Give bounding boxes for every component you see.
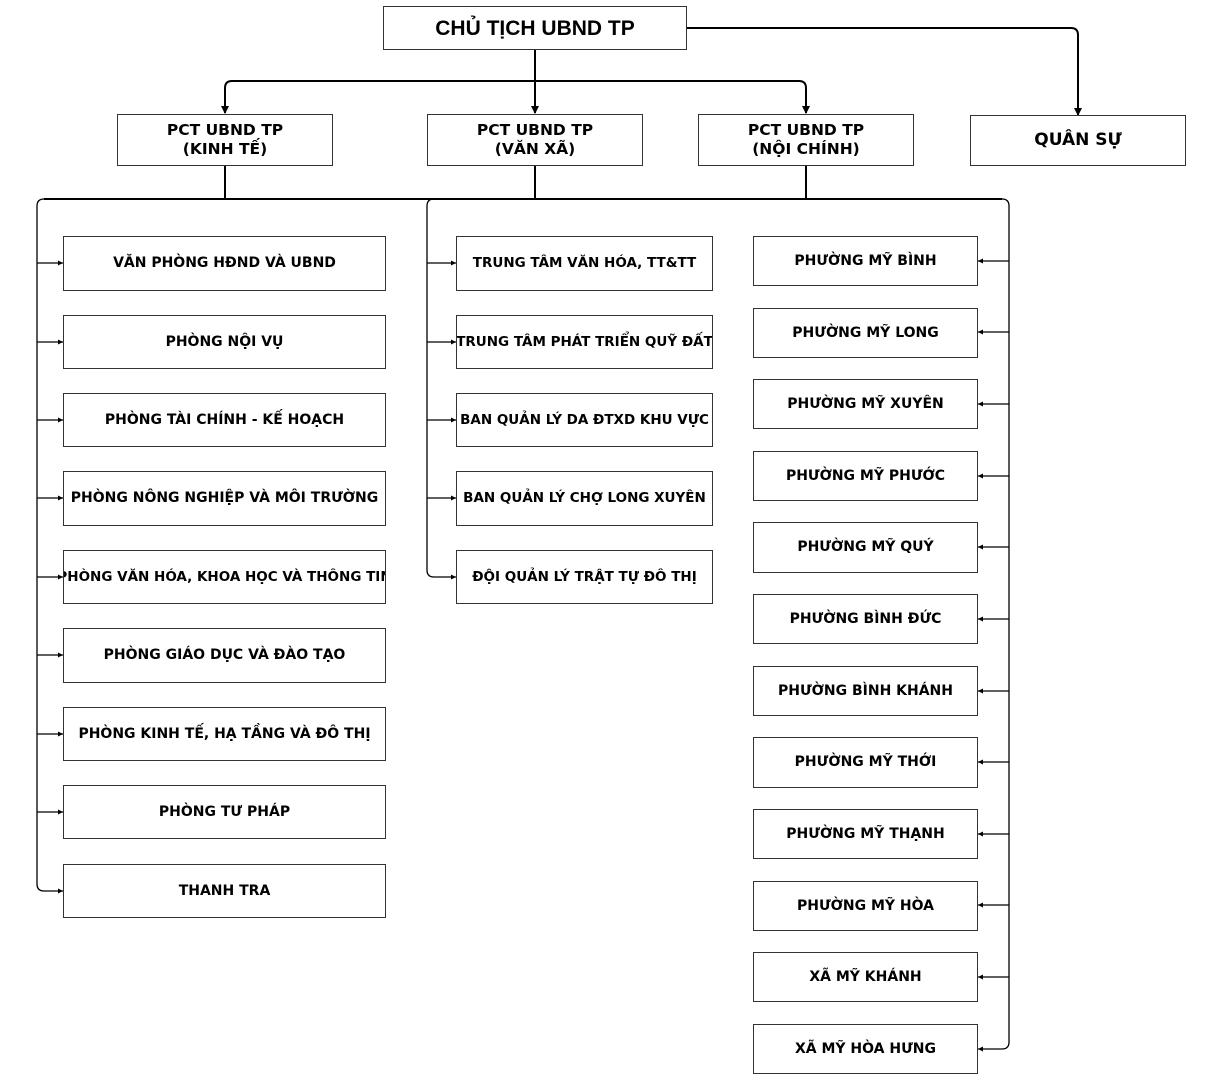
ward-box: PHƯỜNG MỸ HÒA [753, 881, 978, 931]
ward-box: XÃ MỸ KHÁNH [753, 952, 978, 1002]
deputy-cultural-box: PCT UBND TP (VĂN XÃ) [427, 114, 643, 166]
ward-box: PHƯỜNG MỸ QUÝ [753, 522, 978, 573]
deputy-economic-field: (KINH TẾ) [182, 140, 268, 158]
economic-unit-box: PHÒNG KINH TẾ, HẠ TẦNG VÀ ĐÔ THỊ [63, 707, 386, 761]
deputy-internal-box: PCT UBND TP (NỘI CHÍNH) [698, 114, 914, 166]
cultural-unit-box: ĐỘI QUẢN LÝ TRẬT TỰ ĐÔ THỊ [456, 550, 713, 604]
chairman-box: CHỦ TỊCH UBND TP [383, 6, 687, 50]
economic-unit-box: PHÒNG TƯ PHÁP [63, 785, 386, 839]
economic-unit-box: THANH TRA [63, 864, 386, 918]
economic-unit-box: VĂN PHÒNG HĐND VÀ UBND [63, 236, 386, 291]
cultural-unit-box: TRUNG TÂM PHÁT TRIỂN QUỸ ĐẤT [456, 315, 713, 369]
ward-box: PHƯỜNG MỸ LONG [753, 308, 978, 358]
deputy-internal-field: (NỘI CHÍNH) [752, 140, 860, 158]
economic-unit-box: PHÒNG GIÁO DỤC VÀ ĐÀO TẠO [63, 628, 386, 683]
cultural-unit-box: BAN QUẢN LÝ DA ĐTXD KHU VỰC [456, 393, 713, 447]
wards-trunk [978, 198, 1010, 1052]
economic-unit-box: PHÒNG VĂN HÓA, KHOA HỌC VÀ THÔNG TIN [63, 550, 386, 604]
ward-box: PHƯỜNG BÌNH ĐỨC [753, 594, 978, 644]
chairman-connectors [221, 27, 1082, 116]
cultural-unit-box: BAN QUẢN LÝ CHỢ LONG XUYÊN [456, 471, 713, 526]
economic-unit-box: PHÒNG NỘI VỤ [63, 315, 386, 369]
ward-box: PHƯỜNG MỸ XUYÊN [753, 379, 978, 429]
ward-box: XÃ MỸ HÒA HƯNG [753, 1024, 978, 1074]
ward-box: PHƯỜNG MỸ BÌNH [753, 236, 978, 286]
economic-unit-box: PHÒNG NÔNG NGHIỆP VÀ MÔI TRƯỜNG [63, 471, 386, 526]
deputy-internal-title: PCT UBND TP [747, 121, 865, 139]
deputy-economic-box: PCT UBND TP (KINH TẾ) [117, 114, 333, 166]
ward-box: PHƯỜNG MỸ PHƯỚC [753, 451, 978, 501]
military-box: QUÂN SỰ [970, 115, 1186, 166]
bus-lines [44, 166, 1002, 200]
ward-box: PHƯỜNG MỸ THỚI [753, 737, 978, 788]
ward-box: PHƯỜNG BÌNH KHÁNH [753, 666, 978, 716]
deputy-cultural-field: (VĂN XÃ) [494, 140, 576, 158]
deputy-economic-title: PCT UBND TP [166, 121, 284, 139]
deputy-cultural-title: PCT UBND TP [476, 121, 594, 139]
ward-box: PHƯỜNG MỸ THẠNH [753, 809, 978, 859]
cultural-trunk [426, 198, 456, 580]
cultural-unit-box: TRUNG TÂM VĂN HÓA, TT&TT [456, 236, 713, 291]
economic-trunk [36, 198, 63, 894]
economic-unit-box: PHÒNG TÀI CHÍNH - KẾ HOẠCH [63, 393, 386, 447]
